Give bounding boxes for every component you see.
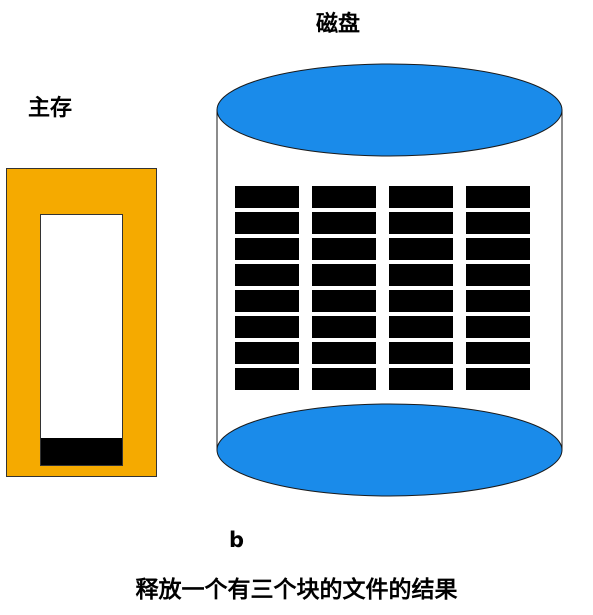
disk-block xyxy=(235,368,299,390)
disk-block xyxy=(389,212,453,234)
disk-block xyxy=(389,368,453,390)
disk-block xyxy=(389,186,453,208)
disk-block xyxy=(312,264,376,286)
disk-block xyxy=(312,290,376,312)
disk-block xyxy=(312,342,376,364)
disk-block xyxy=(466,316,530,338)
disk-block xyxy=(389,238,453,260)
disk-block xyxy=(389,316,453,338)
disk-block xyxy=(466,368,530,390)
figure-caption: 释放一个有三个块的文件的结果 xyxy=(135,577,458,603)
disk-block xyxy=(235,264,299,286)
disk-label: 磁盘 xyxy=(316,12,361,37)
disk-block xyxy=(389,342,453,364)
disk-block xyxy=(466,342,530,364)
disk-top-cap xyxy=(216,63,563,157)
disk-block xyxy=(466,264,530,286)
disk-block xyxy=(389,264,453,286)
disk-block xyxy=(235,212,299,234)
disk-bottom-cap xyxy=(216,403,563,497)
disk-block xyxy=(235,290,299,312)
figure-letter: b xyxy=(229,528,245,552)
main-memory-label: 主存 xyxy=(28,96,73,121)
memory-block xyxy=(41,438,122,465)
disk-block xyxy=(466,212,530,234)
disk-block xyxy=(235,342,299,364)
disk-block xyxy=(389,290,453,312)
disk-block xyxy=(466,186,530,208)
disk-block xyxy=(312,368,376,390)
disk-block xyxy=(235,186,299,208)
disk-block xyxy=(312,186,376,208)
disk-block xyxy=(312,316,376,338)
main-memory xyxy=(6,168,157,477)
disk-block xyxy=(466,238,530,260)
disk-block xyxy=(312,212,376,234)
disk-block xyxy=(466,290,530,312)
disk-block xyxy=(312,238,376,260)
disk-block xyxy=(235,238,299,260)
main-memory-buffer xyxy=(40,214,123,466)
disk-block xyxy=(235,316,299,338)
disk-block-grid xyxy=(235,186,530,390)
